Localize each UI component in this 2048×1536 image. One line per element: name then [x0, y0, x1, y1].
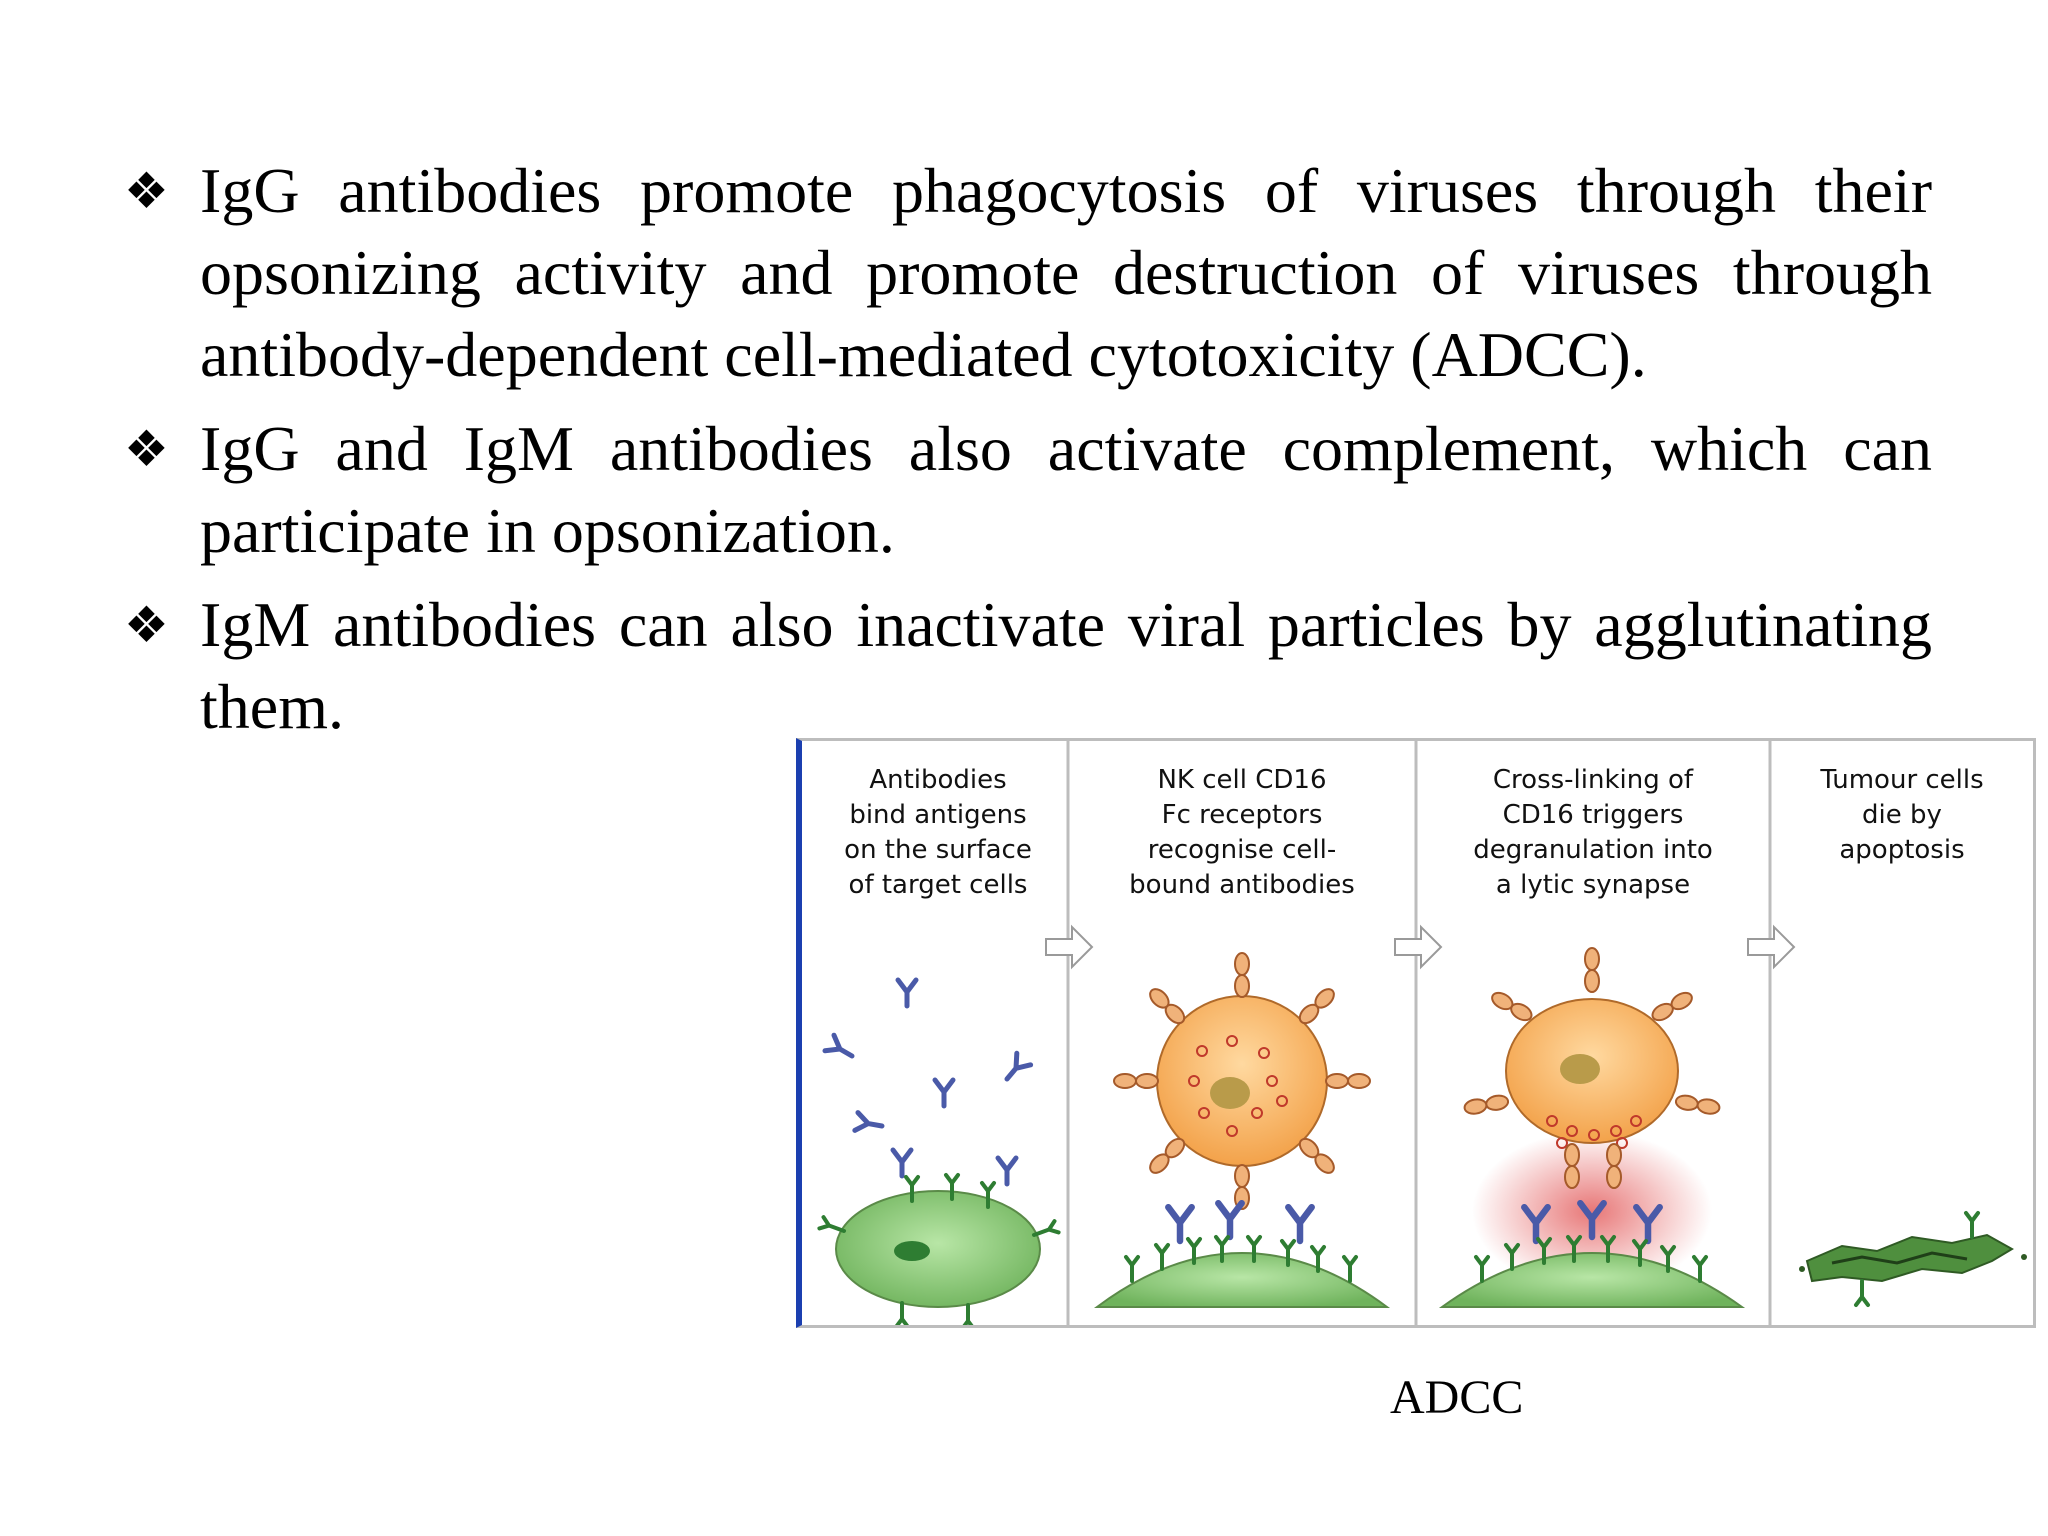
adcc-figure: Antibodies bind antigens on the surface … — [796, 738, 2036, 1328]
bullet-item: ❖ IgM antibodies can also inactivate vir… — [124, 584, 1932, 748]
bullet-item: ❖ IgG and IgM antibodies also activate c… — [124, 408, 1932, 572]
panel-2-caption: NK cell CD16 Fc receptors recognise cell… — [1129, 765, 1355, 900]
bullet-text: IgM antibodies can also inactivate viral… — [200, 589, 1932, 742]
panel-4-caption: Tumour cells die by apoptosis — [1820, 765, 1984, 865]
bullet-list: ❖ IgG antibodies promote phagocytosis of… — [124, 150, 1932, 760]
diamond-bullet-icon: ❖ — [124, 597, 169, 653]
bullet-text: IgG and IgM antibodies also activate com… — [200, 413, 1932, 566]
panel-3-caption: Cross-linking of CD16 triggers degranula… — [1473, 765, 1713, 900]
panel1-art — [817, 980, 1061, 1325]
bullet-item: ❖ IgG antibodies promote phagocytosis of… — [124, 150, 1932, 396]
figure-caption: ADCC — [1390, 1371, 1524, 1424]
panel4-art — [1799, 1211, 2027, 1307]
adcc-illustration — [817, 741, 2027, 1325]
diamond-bullet-icon: ❖ — [124, 163, 169, 219]
bullet-text: IgG antibodies promote phagocytosis of v… — [200, 155, 1932, 390]
diamond-bullet-icon: ❖ — [124, 421, 169, 477]
panel-1-caption: Antibodies bind antigens on the surface … — [844, 765, 1032, 900]
panel2-art — [1093, 952, 1391, 1308]
panel3-art — [1438, 947, 1746, 1308]
